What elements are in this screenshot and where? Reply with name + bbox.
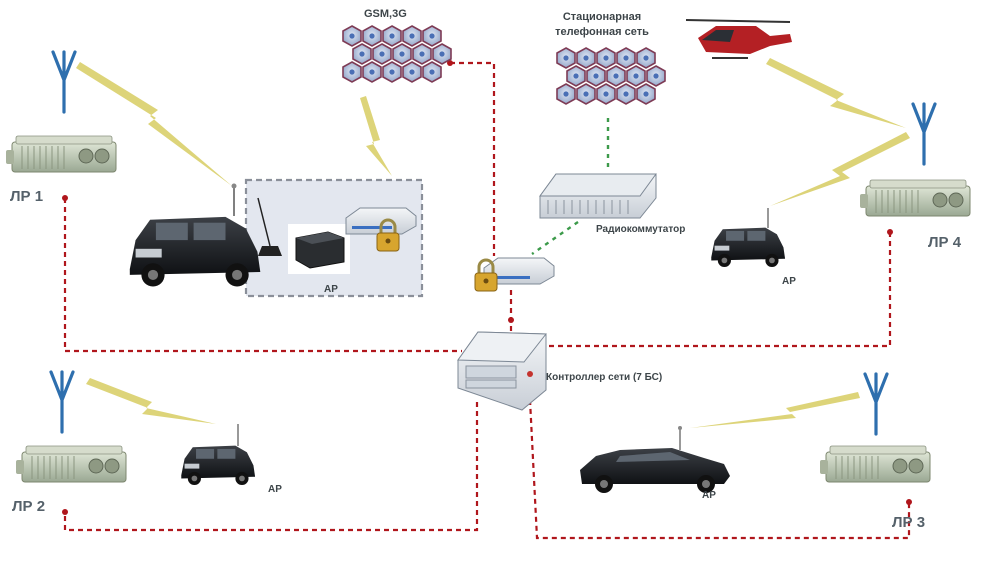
link-controller-lr2 xyxy=(63,402,479,532)
radio-bolt-heli xyxy=(766,58,906,128)
ap-terminal-icon xyxy=(288,224,350,274)
antenna-icon-lr2 xyxy=(49,370,75,434)
radio-bolt-lr1 xyxy=(76,62,232,186)
label-controller: Контроллер сети (7 БС) xyxy=(546,372,663,383)
suv-lr4-icon xyxy=(711,227,786,267)
radio-bolt-lr2 xyxy=(86,378,216,424)
suv-lr2-icon xyxy=(181,445,256,485)
antenna-icon-lr3 xyxy=(863,372,889,436)
label-radioswitch: Радиокоммутатор xyxy=(596,224,686,235)
link-lr1-controller xyxy=(63,198,462,353)
network-controller-icon xyxy=(457,331,548,411)
antenna-icon-lr1 xyxy=(51,50,77,114)
label-lr3: ЛР 3 xyxy=(892,514,926,531)
suv-main-icon xyxy=(129,216,261,287)
link-gsm-gateway xyxy=(450,61,496,256)
radio-bolt-lr4 xyxy=(770,132,910,206)
label-ap-lr4: АР xyxy=(782,276,796,287)
label-pstn-line1: Стационарная xyxy=(562,11,642,23)
label-lr1: ЛР 1 xyxy=(10,188,44,205)
label-lr2: ЛР 2 xyxy=(12,498,46,515)
label-pstn-line2: телефонная сеть xyxy=(555,26,649,38)
radio-bolt-lr3 xyxy=(690,392,860,428)
radioswitch-icon xyxy=(539,173,657,219)
sedan-icon xyxy=(580,448,730,493)
lock-icon-gateway xyxy=(473,258,499,293)
link-lr4-controller xyxy=(548,232,892,348)
radio-unit-lr1 xyxy=(5,135,117,173)
link-radioswitch-gateway xyxy=(531,221,579,255)
gsm-network xyxy=(342,25,452,83)
radio-unit-lr2 xyxy=(15,445,127,483)
radio-unit-lr3 xyxy=(819,445,931,483)
helicopter-icon xyxy=(685,19,792,59)
link-controller-lr3 xyxy=(528,399,911,540)
label-ap-main: АР xyxy=(324,284,338,295)
radio-bolt-gsm xyxy=(360,96,392,176)
wired-links xyxy=(63,61,911,540)
label-lr4: ЛР 4 xyxy=(928,234,962,251)
antenna-icon-lr4 xyxy=(911,102,937,166)
radio-unit-lr4 xyxy=(859,179,971,217)
radio-links xyxy=(76,58,910,428)
label-ap-lr3: АР xyxy=(702,490,716,501)
label-ap-lr2: АР xyxy=(268,484,282,495)
pstn-network xyxy=(556,47,666,105)
label-gsm: GSM,3G xyxy=(364,8,407,20)
green-links xyxy=(531,118,610,255)
